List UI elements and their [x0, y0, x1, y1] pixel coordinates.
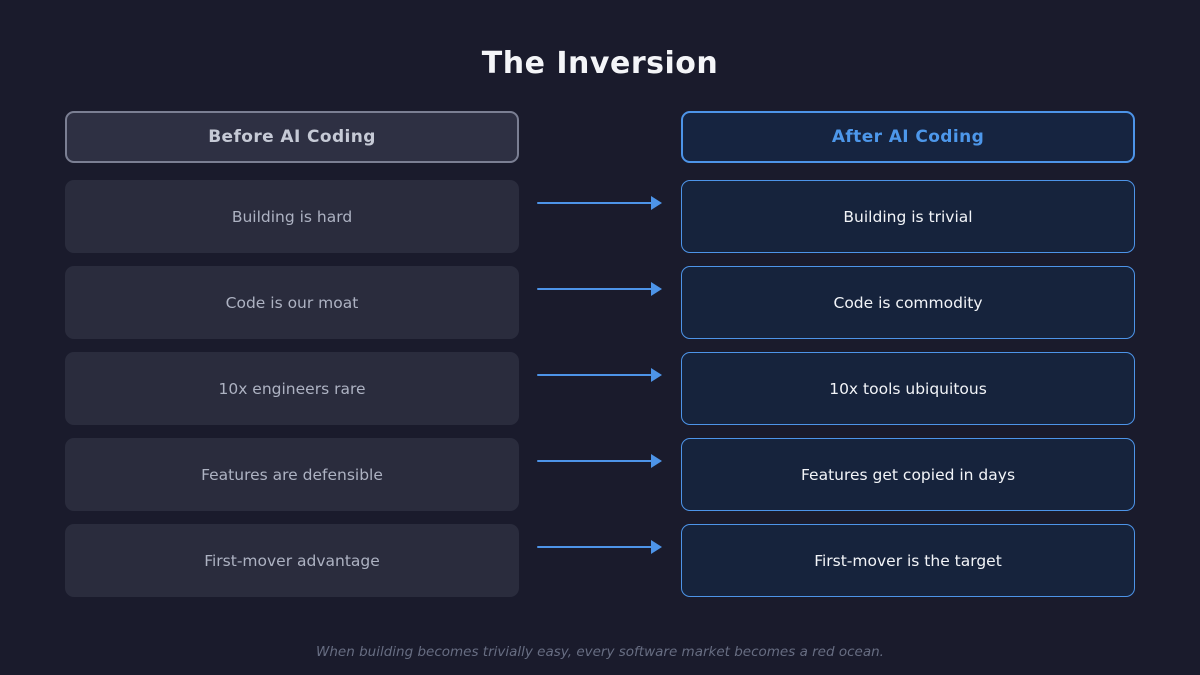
before-item-3: 10x engineers rare — [65, 352, 519, 425]
before-item-2: Code is our moat — [65, 266, 519, 339]
after-item-1: Building is trivial — [681, 180, 1135, 253]
before-item-5: First-mover advantage — [65, 524, 519, 597]
after-header: After AI Coding — [681, 111, 1135, 163]
arrow-right-icon — [537, 540, 662, 554]
arrow-right-icon — [537, 196, 662, 210]
arrow-right-icon — [537, 282, 662, 296]
after-item-5: First-mover is the target — [681, 524, 1135, 597]
before-header: Before AI Coding — [65, 111, 519, 163]
footer-caption: When building becomes trivially easy, ev… — [316, 644, 884, 660]
arrow-right-icon — [537, 368, 662, 382]
after-item-4: Features get copied in days — [681, 438, 1135, 511]
before-column: Before AI Coding Building is hard Code i… — [65, 111, 519, 597]
after-item-2: Code is commodity — [681, 266, 1135, 339]
arrow-right-icon — [537, 454, 662, 468]
after-column: After AI Coding Building is trivial Code… — [681, 111, 1135, 597]
before-item-4: Features are defensible — [65, 438, 519, 511]
page-title: The Inversion — [481, 46, 719, 81]
before-item-1: Building is hard — [65, 180, 519, 253]
after-item-3: 10x tools ubiquitous — [681, 352, 1135, 425]
